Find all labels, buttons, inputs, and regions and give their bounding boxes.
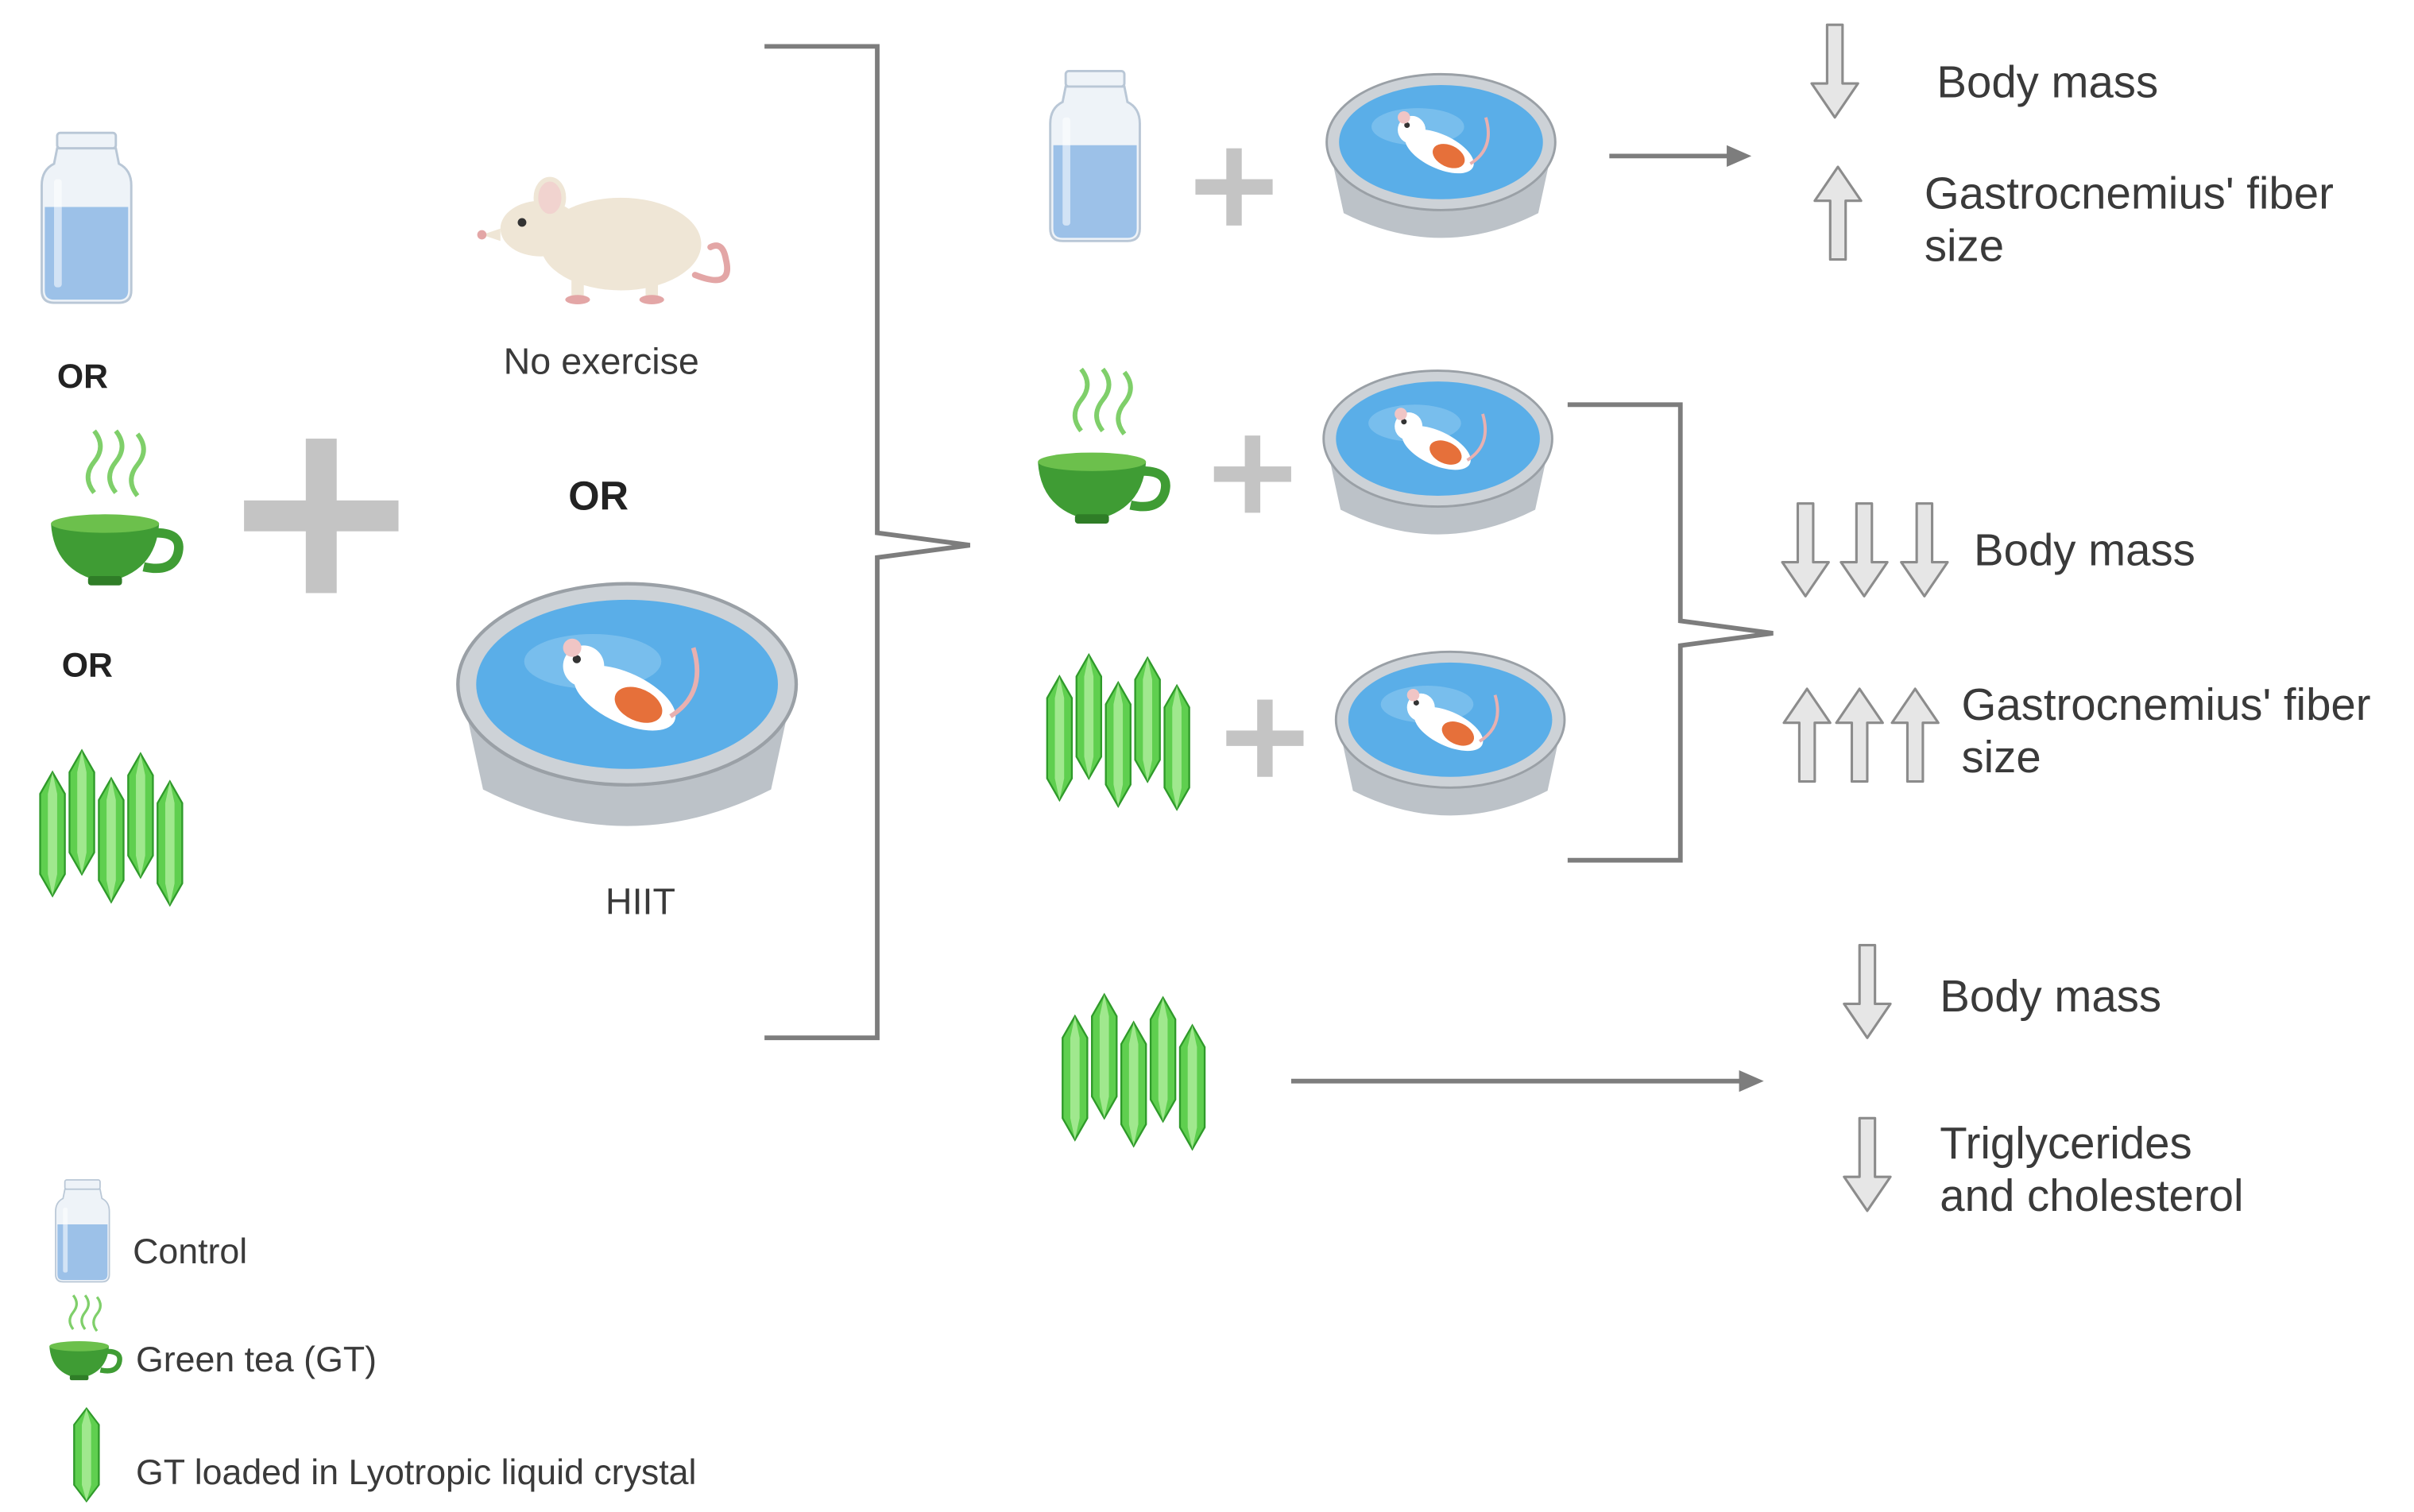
- liquid-crystal-icon: [1062, 995, 1205, 1149]
- up-arrow-icon: [1813, 165, 1863, 261]
- swimming-pool-icon: [1334, 650, 1566, 818]
- result-arrowhead: [1727, 145, 1752, 167]
- up-arrow-icon: [1782, 687, 1832, 783]
- no-exercise-label: No exercise: [504, 340, 699, 381]
- plus-icon: [1213, 435, 1291, 513]
- down-arrow-icon: [1843, 944, 1892, 1039]
- green-tea-cup-icon: [1038, 369, 1166, 524]
- or-label: OR: [57, 358, 108, 396]
- outcome-fiber-size: Gastrocnemius' fiber: [1925, 168, 2334, 218]
- liquid-crystal-icon: [1047, 655, 1190, 809]
- or-label: OR: [568, 473, 629, 518]
- down-arrow-icon: [1810, 23, 1859, 119]
- legend-crystal-icon: [73, 1407, 100, 1502]
- swimming-pool-icon: [458, 584, 796, 826]
- legend-control-label: Control: [133, 1232, 247, 1271]
- hiit-label: HIIT: [605, 881, 675, 922]
- outcome-fiber-size-cont: size: [1925, 221, 2004, 271]
- swimming-pool-icon: [1325, 72, 1557, 240]
- legend: Control Green tea (GT) GT loaded in Lyot…: [49, 1179, 696, 1502]
- legend-bottle-icon: [55, 1179, 110, 1283]
- legend-crystal-label: GT loaded in Lyotropic liquid crystal: [136, 1453, 696, 1492]
- water-bottle-icon: [1049, 70, 1141, 242]
- outcome-fiber-size-cont: size: [1961, 732, 2041, 782]
- group-bracket: [764, 44, 971, 1041]
- outcome-body-mass: Body mass: [1974, 524, 2195, 574]
- outcome-triglycerides-cont: and cholesterol: [1940, 1170, 2243, 1220]
- rat-icon: [478, 180, 728, 304]
- or-label: OR: [62, 646, 113, 684]
- plus-icon: [1226, 699, 1304, 777]
- swimming-pool-icon: [1321, 369, 1554, 536]
- water-bottle-icon: [41, 131, 133, 304]
- down-arrow-icon: [1840, 502, 1889, 597]
- outcome-triglycerides: Triglycerides: [1940, 1118, 2192, 1168]
- outcome-body-mass: Body mass: [1936, 57, 2158, 107]
- down-arrow-icon: [1843, 1116, 1892, 1212]
- up-arrow-icon: [1835, 687, 1884, 783]
- plus-icon: [1195, 148, 1273, 226]
- outcome-body-mass: Body mass: [1940, 971, 2161, 1021]
- plus-icon: [244, 439, 399, 594]
- down-arrow-icon: [1900, 502, 1949, 597]
- combined-bracket: [1567, 402, 1774, 863]
- outcome-fiber-size: Gastrocnemius' fiber: [1961, 679, 2370, 729]
- down-arrow-icon: [1781, 502, 1830, 597]
- result-arrowhead: [1739, 1070, 1764, 1092]
- up-arrow-icon: [1890, 687, 1940, 783]
- legend-cup-icon: [49, 1295, 119, 1380]
- legend-green-tea-label: Green tea (GT): [136, 1340, 377, 1379]
- green-tea-cup-icon: [51, 431, 179, 585]
- liquid-crystal-icon: [41, 751, 183, 905]
